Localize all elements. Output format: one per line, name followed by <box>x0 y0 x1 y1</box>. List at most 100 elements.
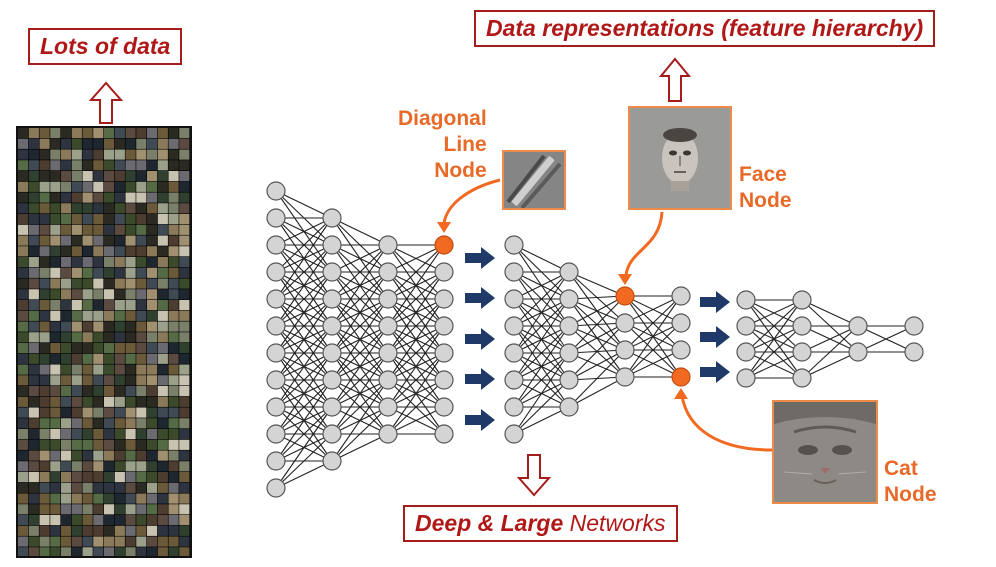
mosaic-tile <box>136 310 147 321</box>
mosaic-tile <box>82 289 93 300</box>
mosaic-tile <box>82 515 93 526</box>
network-node <box>434 397 454 417</box>
mosaic-tile <box>114 536 125 547</box>
face-node-label: Face Node <box>739 162 792 214</box>
mosaic-tile <box>50 461 61 472</box>
mosaic-tile <box>82 525 93 536</box>
network-edge <box>331 244 389 327</box>
mosaic-tile <box>93 267 104 278</box>
network-node <box>504 289 524 309</box>
mosaic-tile <box>82 504 93 515</box>
deep-large-text: Deep & Large <box>415 510 564 536</box>
mosaic-tile <box>125 278 136 289</box>
mosaic-tile <box>104 203 115 214</box>
network-edge <box>275 271 333 354</box>
mosaic-tile <box>104 160 115 171</box>
mosaic-tile <box>136 171 147 182</box>
mosaic-tile <box>168 128 179 139</box>
network-edge <box>331 271 389 354</box>
mosaic-tile <box>61 418 72 429</box>
mosaic-tile <box>157 128 168 139</box>
mosaic-tile <box>104 450 115 461</box>
mosaic-tile <box>147 224 158 235</box>
mosaic-tile <box>82 203 93 214</box>
mosaic-tile <box>179 547 190 556</box>
network-node <box>378 262 398 282</box>
mosaic-tile <box>93 246 104 257</box>
mosaic-tile <box>168 547 179 556</box>
network-node <box>266 370 286 390</box>
mosaic-tile <box>157 203 168 214</box>
mosaic-tile <box>82 160 93 171</box>
mosaic-tile <box>39 171 50 182</box>
mosaic-tile <box>168 364 179 375</box>
mosaic-tile <box>28 515 39 526</box>
mosaic-tile <box>93 138 104 149</box>
mosaic-tile <box>50 214 61 225</box>
mosaic-tile <box>179 364 190 375</box>
network-node <box>615 313 635 333</box>
mosaic-tile <box>82 224 93 235</box>
network-edge <box>275 244 333 300</box>
mosaic-tile <box>168 525 179 536</box>
highlighted-node <box>434 235 454 255</box>
mosaic-tile <box>179 396 190 407</box>
mosaic-tile <box>168 203 179 214</box>
mosaic-tile <box>136 386 147 397</box>
mosaic-tile <box>136 214 147 225</box>
network-edge <box>513 352 570 435</box>
mosaic-tile <box>147 525 158 536</box>
mosaic-tile <box>71 235 82 246</box>
mosaic-tile <box>18 429 29 440</box>
annotation-curves <box>437 178 773 452</box>
mosaic-tile <box>104 547 115 556</box>
mosaic-tile <box>104 386 115 397</box>
mosaic-tile <box>82 128 93 139</box>
mosaic-tile <box>179 289 190 300</box>
mosaic-tile <box>168 418 179 429</box>
mosaic-tile <box>179 171 190 182</box>
mosaic-tile <box>71 138 82 149</box>
mosaic-tile <box>136 343 147 354</box>
mosaic-tile <box>157 472 168 483</box>
mosaic-tile <box>136 246 147 257</box>
mosaic-tile <box>71 300 82 311</box>
mosaic-tile <box>136 160 147 171</box>
network-edge <box>387 352 445 408</box>
network-edge <box>387 352 445 435</box>
cat-feature-graphic <box>774 402 876 502</box>
network-edge <box>624 295 682 324</box>
network-edge <box>275 406 333 489</box>
mosaic-tile <box>114 353 125 364</box>
mosaic-tile <box>136 461 147 472</box>
network-edge <box>331 271 389 327</box>
network-edge <box>331 379 389 462</box>
mosaic-tile <box>114 439 125 450</box>
mosaic-tile <box>93 482 104 493</box>
mosaic-tile <box>82 493 93 504</box>
mosaic-tile <box>28 181 39 192</box>
mosaic-tile <box>104 407 115 418</box>
mosaic-tile <box>125 289 136 300</box>
mosaic-tile <box>39 439 50 450</box>
mosaic-tile <box>61 128 72 139</box>
mosaic-tile <box>28 128 39 139</box>
mosaic-tile <box>61 547 72 556</box>
mosaic-tile <box>61 482 72 493</box>
network-node <box>266 235 286 255</box>
network-node <box>736 368 756 388</box>
mosaic-tile <box>147 364 158 375</box>
mosaic-tile <box>93 192 104 203</box>
network-node <box>378 235 398 255</box>
mosaic-tile <box>82 181 93 192</box>
mosaic-tile <box>61 515 72 526</box>
mosaic-tile <box>71 375 82 386</box>
mosaic-tile <box>18 525 29 536</box>
mosaic-tile <box>104 278 115 289</box>
network-node <box>615 340 635 360</box>
mosaic-tile <box>50 343 61 354</box>
mosaic-tile <box>93 418 104 429</box>
mosaic-tile <box>82 364 93 375</box>
network-edge <box>275 217 333 273</box>
mosaic-tile <box>104 439 115 450</box>
